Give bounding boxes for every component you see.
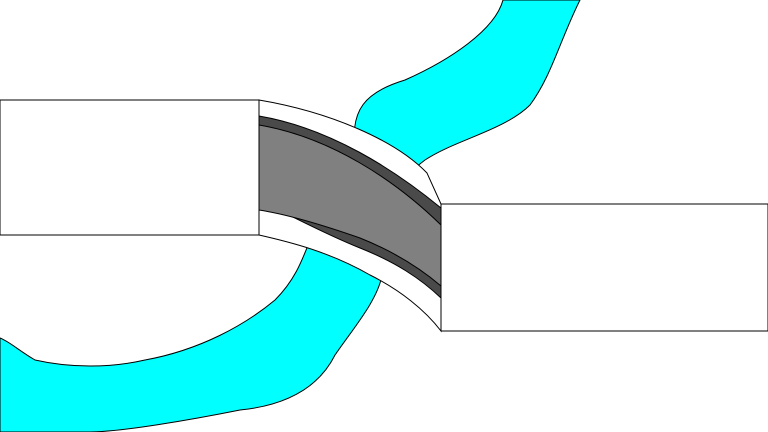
right-bank <box>440 203 768 332</box>
left-bank <box>0 99 260 236</box>
road-surface <box>258 124 442 288</box>
